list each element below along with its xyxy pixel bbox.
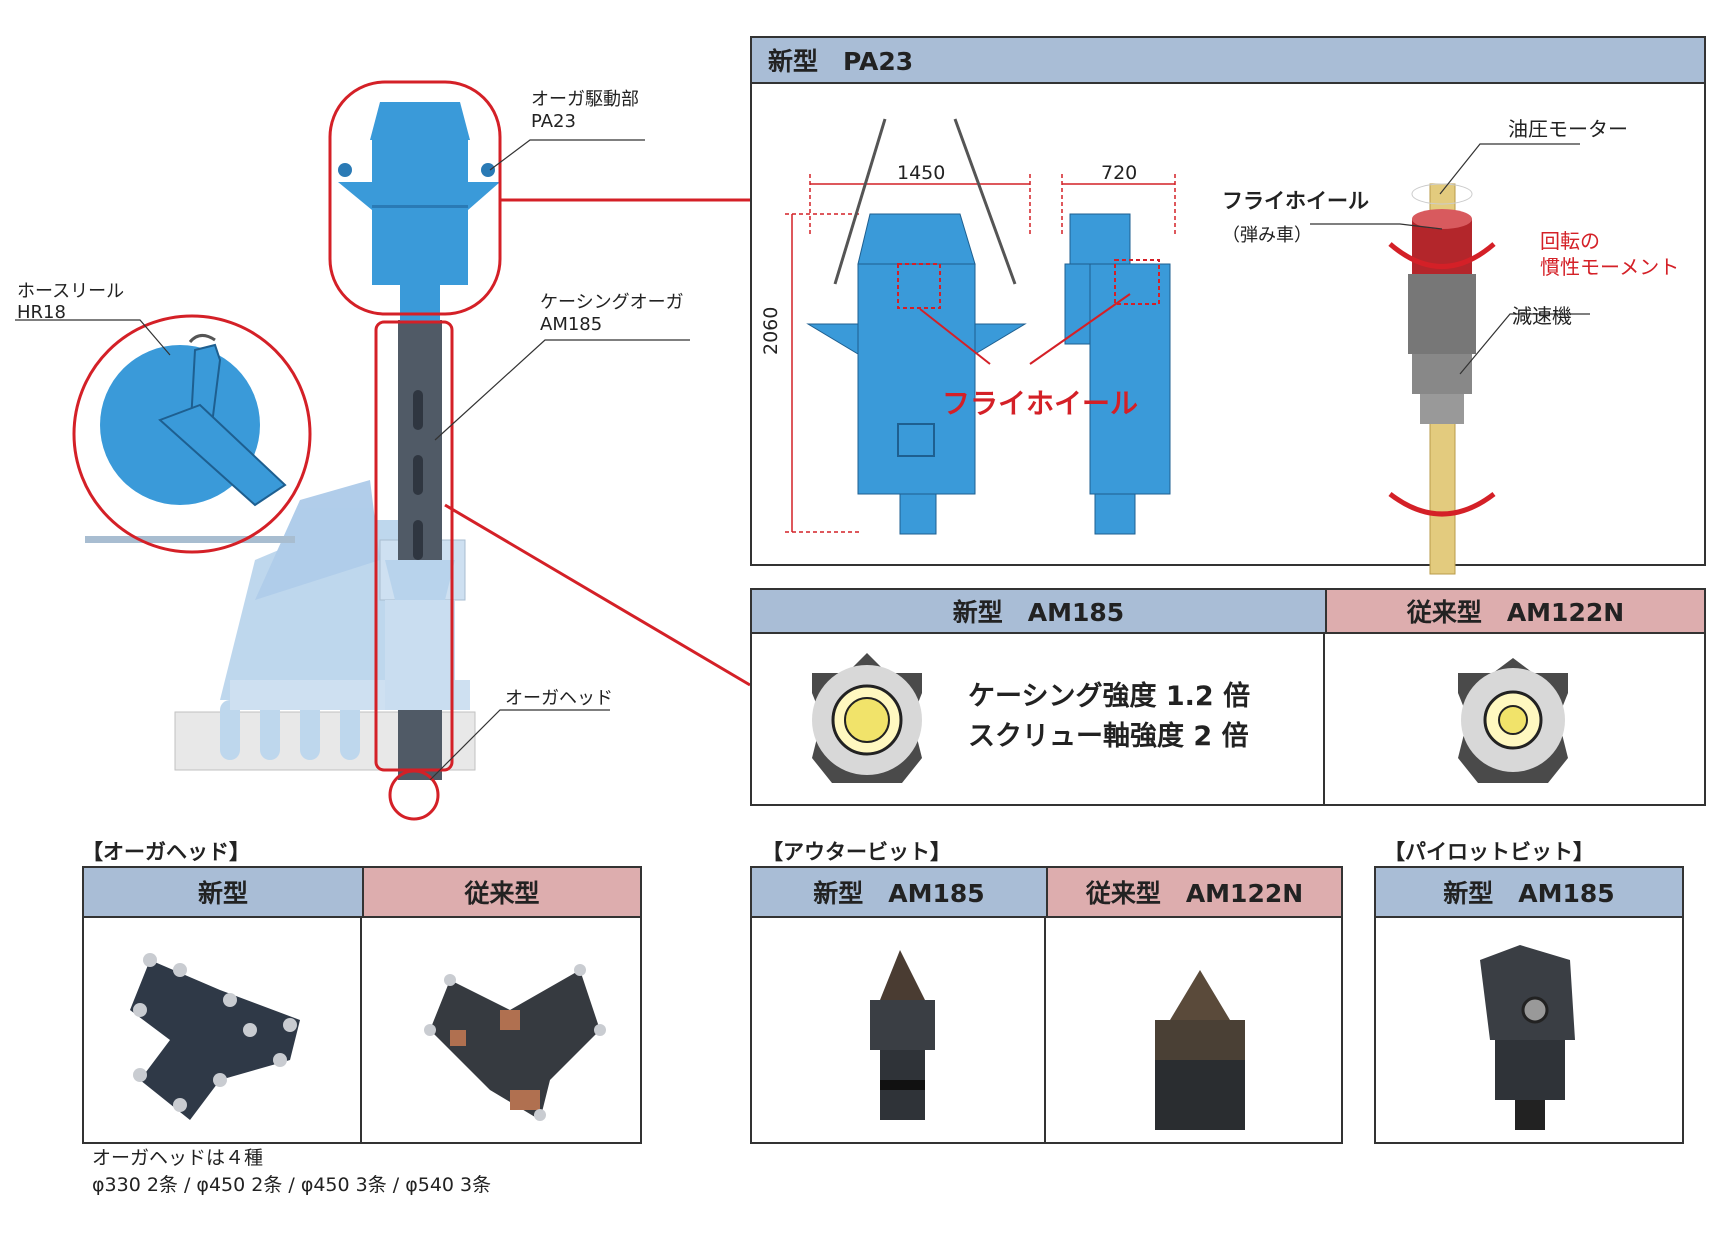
- hose-reel: [100, 334, 287, 507]
- pa23-drawing: [785, 118, 1590, 575]
- auger-head-old-photo: [424, 964, 606, 1121]
- pa23-header: 新型 PA23: [752, 38, 1704, 84]
- auger-head-old-header: 従来型: [362, 868, 640, 918]
- am122n-cross-section: [1458, 658, 1568, 783]
- callout-hose-line2: HR18: [17, 302, 66, 323]
- reducer-label: 減速機: [1512, 304, 1572, 328]
- callout-driver-line2: PA23: [531, 111, 576, 132]
- callout-circles: [72, 80, 751, 821]
- am-divider: [1323, 634, 1325, 804]
- dim-height: 2060: [760, 306, 782, 355]
- callout-casing-line1: ケーシングオーガ: [540, 292, 684, 313]
- flywheel-label: フライホイール: [1222, 189, 1369, 213]
- pa23-front-view: [806, 213, 1027, 535]
- callout-casing-line2: AM185: [540, 314, 603, 335]
- auger-head-note-line2: φ330 2条 / φ450 2条 / φ450 3条 / φ540 3条: [92, 1174, 492, 1196]
- motor-label: 油圧モーター: [1508, 117, 1628, 141]
- outer-bit-new-photo: [870, 950, 935, 1120]
- inertia-label-2: 慣性モーメント: [1540, 255, 1680, 279]
- auger-head-divider: [360, 918, 362, 1142]
- am185-cross-section: [812, 653, 922, 783]
- am-spec-line2: スクリュー軸強度 2 倍: [968, 721, 1249, 752]
- auger-head-new-header: 新型: [84, 868, 362, 918]
- pa23-drive: [338, 102, 500, 322]
- machine-illustration: [15, 80, 751, 821]
- pilot-bit-new-header: 新型 AM185: [1376, 868, 1682, 918]
- auger-head-title: 【オーガヘッド】: [82, 840, 250, 864]
- outer-bit-divider: [1044, 918, 1046, 1142]
- flywheel-cutaway: [1388, 183, 1496, 575]
- pilot-bit-photo: [1480, 945, 1575, 1130]
- flywheel-sub: （弾み車）: [1222, 225, 1312, 246]
- am-new-header: 新型 AM185: [752, 590, 1325, 634]
- auger-head-note-line1: オーガヘッドは４種: [92, 1147, 264, 1169]
- dim-width-side: 720: [1101, 162, 1138, 184]
- pilot-bit-title: 【パイロットビット】: [1384, 840, 1594, 864]
- dim-width-front: 1450: [897, 162, 946, 184]
- callout-head-line1: オーガヘッド: [505, 688, 613, 709]
- flywheel-red-label: フライホイール: [942, 387, 1139, 420]
- casing-auger: [385, 320, 455, 780]
- am-spec-line1: ケーシング強度 1.2 倍: [968, 681, 1251, 712]
- outer-bit-old-photo: [1155, 970, 1245, 1130]
- leader-lines: [15, 139, 690, 781]
- outer-bit-old-header: 従来型 AM122N: [1046, 868, 1341, 918]
- inertia-label-1: 回転の: [1540, 229, 1600, 253]
- callout-driver-line1: オーガ駆動部: [531, 89, 639, 110]
- outer-bit-new-header: 新型 AM185: [752, 868, 1046, 918]
- pa23-side-view: [1064, 213, 1171, 535]
- outer-bit-title: 【アウタービット】: [762, 840, 951, 864]
- callout-hose-line1: ホースリール: [17, 281, 125, 302]
- am-old-header: 従来型 AM122N: [1325, 590, 1704, 634]
- auger-head-new-photo: [130, 953, 300, 1120]
